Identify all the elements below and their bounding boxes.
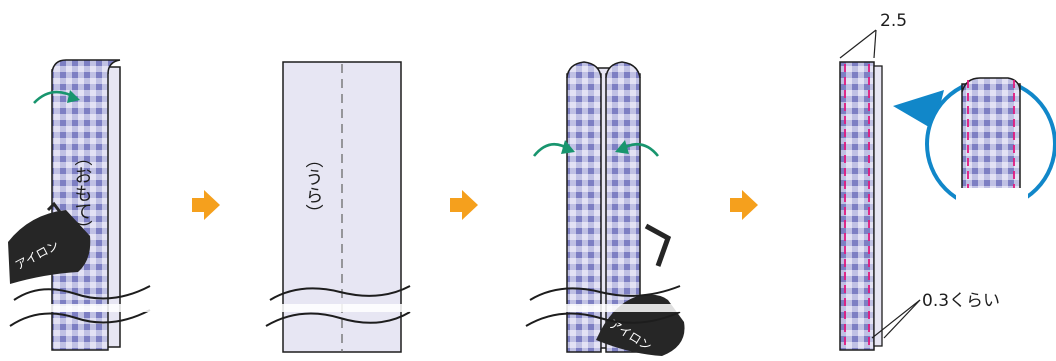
- step1-cut-line-2: [9, 309, 151, 327]
- step2-cut-line: [269, 285, 411, 301]
- step1-cut-line: [13, 285, 151, 301]
- step4-strap-side: [873, 65, 883, 347]
- top-measure-label: 2.5: [880, 11, 907, 31]
- step1-cut-gap: [0, 304, 160, 312]
- step1-fold-arrowhead-icon: [67, 90, 80, 103]
- step1-fold-top: [51, 59, 121, 75]
- zoom-callout-icon: [893, 77, 1056, 212]
- step3-cut-gap: [520, 304, 690, 312]
- step-3-fold-both-edges: アイロン: [520, 61, 690, 356]
- step3-cut-line-2: [525, 311, 681, 327]
- step1-omote-label: （おもて）: [72, 148, 93, 238]
- step3-left-top: [566, 61, 602, 79]
- step-1-fold-right-side: （おもて） アイロン: [0, 59, 160, 351]
- orange-right-arrow-icon: [192, 190, 220, 220]
- step-4-stitched-strap: 2.5 0.3くらい: [839, 11, 1000, 351]
- step1-iron-icon: アイロン: [8, 201, 91, 284]
- step2-cut-line-2: [265, 311, 411, 327]
- step3-right-top: [605, 61, 641, 79]
- step2-cut-gap: [260, 304, 420, 312]
- side-measure-line-b: [883, 299, 921, 339]
- zoom-strap: [961, 83, 1021, 195]
- side-measure-line-a: [871, 299, 921, 339]
- orange-right-arrow-icon-2: [450, 190, 478, 220]
- step4-measure-line-a: [839, 29, 877, 59]
- step2-ura-label: （うら）: [303, 150, 324, 222]
- step3-cut-line: [529, 285, 681, 301]
- step4-measure-line-b: [873, 29, 877, 59]
- step-2-wrong-side: （うら）: [260, 61, 420, 353]
- side-measure-label: 0.3くらい: [922, 291, 1000, 311]
- orange-right-arrow-icon-3: [730, 190, 758, 220]
- step1-fabric-front: [51, 69, 109, 351]
